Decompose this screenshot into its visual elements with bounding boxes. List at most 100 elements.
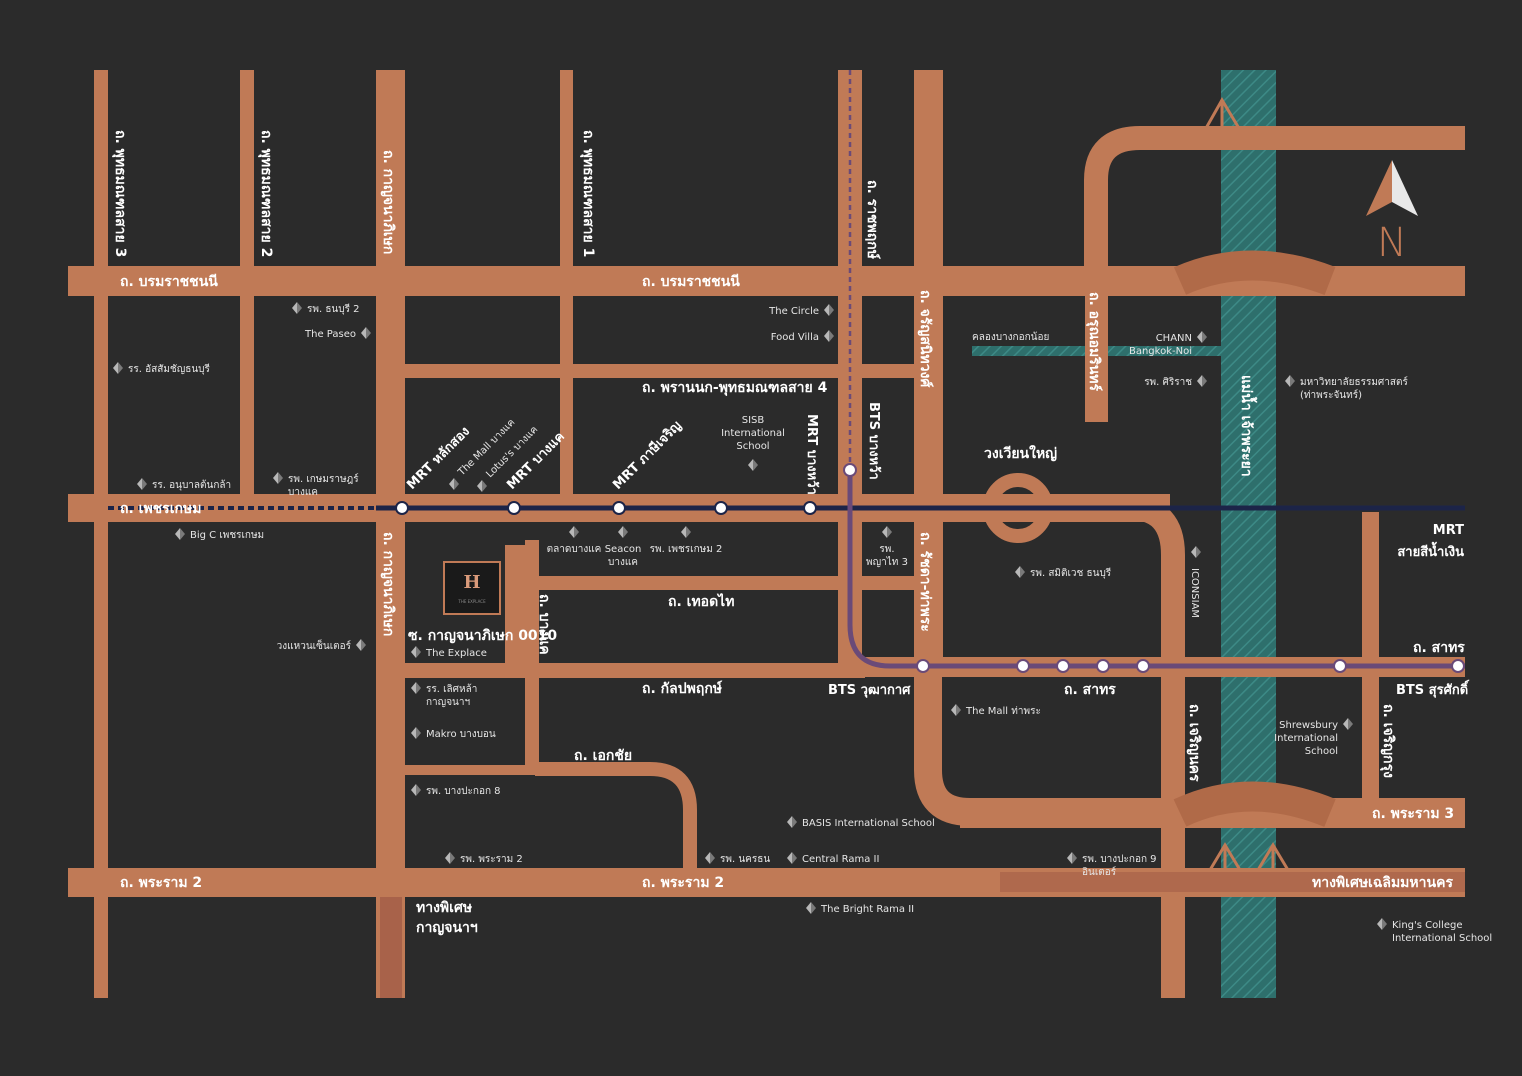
mrt-station-dot[interactable] <box>803 501 817 515</box>
bts-station-dot[interactable] <box>1333 659 1347 673</box>
poi-label: รพ. ศิริราช <box>1144 377 1192 388</box>
poi-thonburi2-hosp[interactable]: รพ. ธนบุรี 2 <box>292 302 360 315</box>
poi-talad-bangkhae[interactable]: ตลาดบางแค <box>547 526 602 555</box>
mrt-station-dot[interactable] <box>395 501 409 515</box>
poi-label: รร. อนุบาลต้นกล้า <box>152 479 231 491</box>
poi-diamond-icon <box>951 704 961 716</box>
poi-kasemrad-bangkhae[interactable]: รพ. เกษมราษฎร์บางแค <box>273 472 359 498</box>
compass-arrow-icon <box>1366 160 1392 216</box>
poi-samitivej-thonburi[interactable]: รพ. สมิติเวช ธนบุรี <box>1015 566 1112 579</box>
poi-siriraj[interactable]: รพ. ศิริราช <box>1144 375 1207 388</box>
bts-station-dot[interactable] <box>1136 659 1150 673</box>
poi-label: ICONSIAM <box>1189 568 1200 618</box>
label-phutthamonthon-3: ถ. พุทธมณฑลสาย 3 <box>112 130 128 257</box>
poi-diamond-icon <box>1015 566 1025 578</box>
bts-station-dot[interactable] <box>1016 659 1030 673</box>
label-canal: คลองบางกอกน้อย <box>972 331 1049 343</box>
label-arun-amarin: ถ. อรุณอมรินทร์ <box>1086 292 1103 392</box>
compass-label: N <box>1377 220 1407 266</box>
poi-makro-bangbon[interactable]: Makro บางบอน <box>411 727 496 740</box>
poi-label: รพ. นครธน <box>720 854 770 865</box>
bts-station-dot[interactable] <box>1056 659 1070 673</box>
poi-phetkasem2-hosp[interactable]: รพ. เพชรเกษม 2 <box>650 526 723 555</box>
poi-bigc-phetkasem[interactable]: Big C เพชรเกษม <box>175 528 264 541</box>
poi-the-circle[interactable]: The Circle <box>768 304 834 317</box>
poi-diamond-icon <box>1197 331 1207 343</box>
poi-lertla-kanchana[interactable]: รร. เลิศหล้ากาญจนาฯ <box>411 682 477 708</box>
poi-rama2-hosp[interactable]: รพ. พระราม 2 <box>445 852 523 865</box>
poi-bangpakok8[interactable]: รพ. บางปะกอก 8 <box>411 784 501 797</box>
poi-label: รพ. เกษมราษฎร์บางแค <box>288 473 359 498</box>
bts-station-dot[interactable] <box>916 659 930 673</box>
poi-label: รพ. ธนบุรี 2 <box>307 303 360 315</box>
label-phran-nok: ถ. พรานนก-พุทธมณฑลสาย 4 <box>642 380 828 396</box>
bts-station-dot[interactable] <box>1096 659 1110 673</box>
poi-label: รร. เลิศหล้ากาญจนาฯ <box>426 683 477 708</box>
poi-mall-thapra[interactable]: The Mall ท่าพระ <box>951 704 1041 717</box>
bts-station-dot[interactable] <box>1451 659 1465 673</box>
poi-diamond-icon <box>1377 918 1387 930</box>
poi-central-rama2[interactable]: Central Rama II <box>787 852 879 865</box>
poi-diamond-icon <box>361 327 371 339</box>
poi-food-villa[interactable]: Food Villa <box>771 330 834 343</box>
poi-label: วงแหวนเซ็นเตอร์ <box>277 638 352 652</box>
poi-diamond-icon <box>1197 375 1207 387</box>
poi-bright-rama2[interactable]: The Bright Rama II <box>806 902 914 915</box>
label-phetkasem: ถ. เพชรเกษม <box>120 501 201 517</box>
compass-arrow-icon-right <box>1392 160 1418 216</box>
poi-label: รพ. สมิติเวช ธนบุรี <box>1030 567 1112 579</box>
poi-iconsiam[interactable]: ICONSIAM <box>1189 546 1201 618</box>
poi-the-paseo[interactable]: The Paseo <box>304 327 371 340</box>
road-kanchanaphisek <box>376 70 405 998</box>
road-kanlapaphruek <box>405 663 865 678</box>
label-bts-wutthakat: BTS วุฒากาศ <box>828 683 911 698</box>
poi-basis[interactable]: BASIS International School <box>787 816 935 829</box>
label-bts-bang-wa: BTS บางหว้า <box>866 402 882 480</box>
mrt-station-dot[interactable] <box>507 501 521 515</box>
bridge-north <box>1173 250 1336 296</box>
label-mrt-blue-2: สายสีน้ำเงิน <box>1397 541 1464 560</box>
mrt-station-dot[interactable] <box>714 501 728 515</box>
poi-label: รพ. บางปะกอก 8 <box>426 786 501 797</box>
poi-label: Central Rama II <box>802 854 879 865</box>
poi-diamond-icon <box>113 362 123 374</box>
bts-station-dot[interactable] <box>843 463 857 477</box>
poi-wongwaen-center[interactable]: วงแหวนเซ็นเตอร์ <box>277 638 366 652</box>
poi-label: Big C เพชรเกษม <box>190 530 264 541</box>
poi-diamond-icon <box>1343 718 1353 730</box>
poi-thammasat[interactable]: มหาวิทยาลัยธรรมศาสตร์(ท่าพระจันทร์) <box>1285 375 1408 401</box>
bridge-towers <box>1203 97 1290 871</box>
poi-diamond-icon <box>569 526 579 538</box>
label-expressway-kanchana-1: ทางพิเศษ <box>416 900 472 916</box>
poi-label: Food Villa <box>771 332 819 343</box>
poi-phyathai3[interactable]: รพ.พญาไท 3 <box>866 526 908 568</box>
poi-diamond-icon <box>748 459 758 471</box>
poi-label: รพ.พญาไท 3 <box>866 544 908 568</box>
label-sathorn-c: ถ. สาทร <box>1064 682 1116 698</box>
label-phutthamonthon-2: ถ. พุทธมณฑลสาย 2 <box>258 130 274 257</box>
road-ratchada-thapra <box>914 670 1200 826</box>
project-marker[interactable]: H THE EXPLACE <box>443 561 501 615</box>
poi-assumption-thonburi[interactable]: รร. อัสสัมชัญธนบุรี <box>113 362 210 375</box>
poi-diamond-icon <box>824 330 834 342</box>
poi-label: รร. อัสสัมชัญธนบุรี <box>128 363 210 375</box>
poi-label: The Mall ท่าพระ <box>965 706 1041 717</box>
road-phutthamonthon-3 <box>94 70 108 998</box>
mrt-station-dot[interactable] <box>612 501 626 515</box>
poi-the-explace[interactable]: The Explace <box>411 646 487 659</box>
poi-label: รพ. พระราม 2 <box>460 854 523 865</box>
label-thoet-thai: ถ. เทอดไท <box>668 592 734 610</box>
label-charoen-nakhon: ถ. เจริญนคร <box>1186 704 1202 782</box>
poi-anuban-ton-kla[interactable]: รร. อนุบาลต้นกล้า <box>137 478 231 491</box>
label-mrt-blue-1: MRT <box>1433 523 1464 538</box>
poi-diamond-icon <box>787 816 797 828</box>
poi-label: The Explace <box>425 648 487 659</box>
poi-nakhonthon-hosp[interactable]: รพ. นครธน <box>705 852 770 865</box>
